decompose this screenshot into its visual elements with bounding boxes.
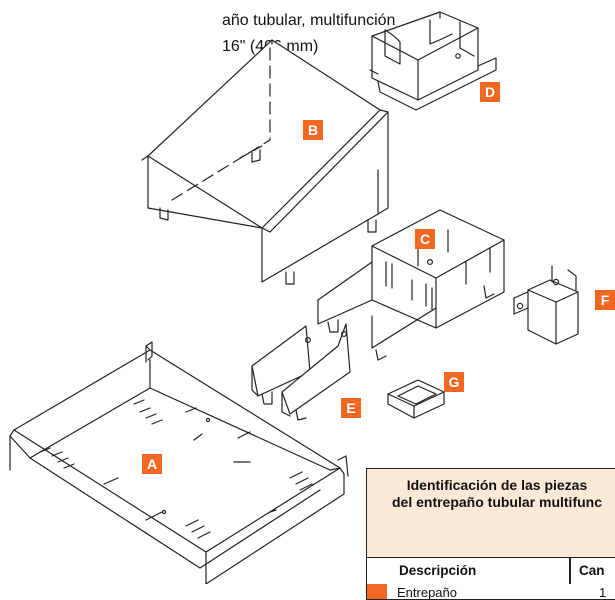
- part-label-c: C: [415, 229, 435, 249]
- parts-table-title-line1: Identificación de las piezas: [406, 477, 588, 493]
- part-label-b: B: [303, 120, 323, 140]
- column-header-descripcion: Descripción: [399, 563, 477, 578]
- part-label-e: E: [341, 398, 361, 418]
- part-g-drawing: [387, 379, 445, 419]
- parts-table-title: Identificación de las piezas del entrepa…: [367, 477, 615, 511]
- column-divider: [569, 558, 571, 584]
- part-label-d: D: [480, 82, 500, 102]
- part-a-drawing: [9, 341, 349, 584]
- part-c-drawing: [317, 209, 505, 361]
- part-b-drawing: [141, 39, 389, 285]
- caption-line1: año tubular, multifunción: [222, 12, 396, 29]
- part-label-a: A: [142, 454, 162, 474]
- parts-table-header: Descripción Can: [367, 557, 615, 585]
- exploded-parts-drawing: [9, 11, 579, 584]
- part-label-g: G: [444, 372, 464, 392]
- row-quantity: 1: [599, 585, 607, 600]
- part-d-drawing: [369, 11, 497, 111]
- column-header-cantidad: Can: [579, 563, 605, 578]
- part-label-f: F: [595, 290, 615, 310]
- parts-table: Identificación de las piezas del entrepa…: [366, 468, 615, 600]
- parts-table-title-line2: del entrepaño tubular multifunc: [391, 494, 602, 510]
- row-description: Entrepaño: [397, 585, 457, 600]
- slot-marks: [39, 399, 313, 539]
- table-row: Entrepaño 1: [367, 584, 615, 600]
- part-f-drawing: [513, 265, 579, 345]
- row-color-badge: [367, 584, 387, 599]
- part-e-drawing: [251, 323, 351, 421]
